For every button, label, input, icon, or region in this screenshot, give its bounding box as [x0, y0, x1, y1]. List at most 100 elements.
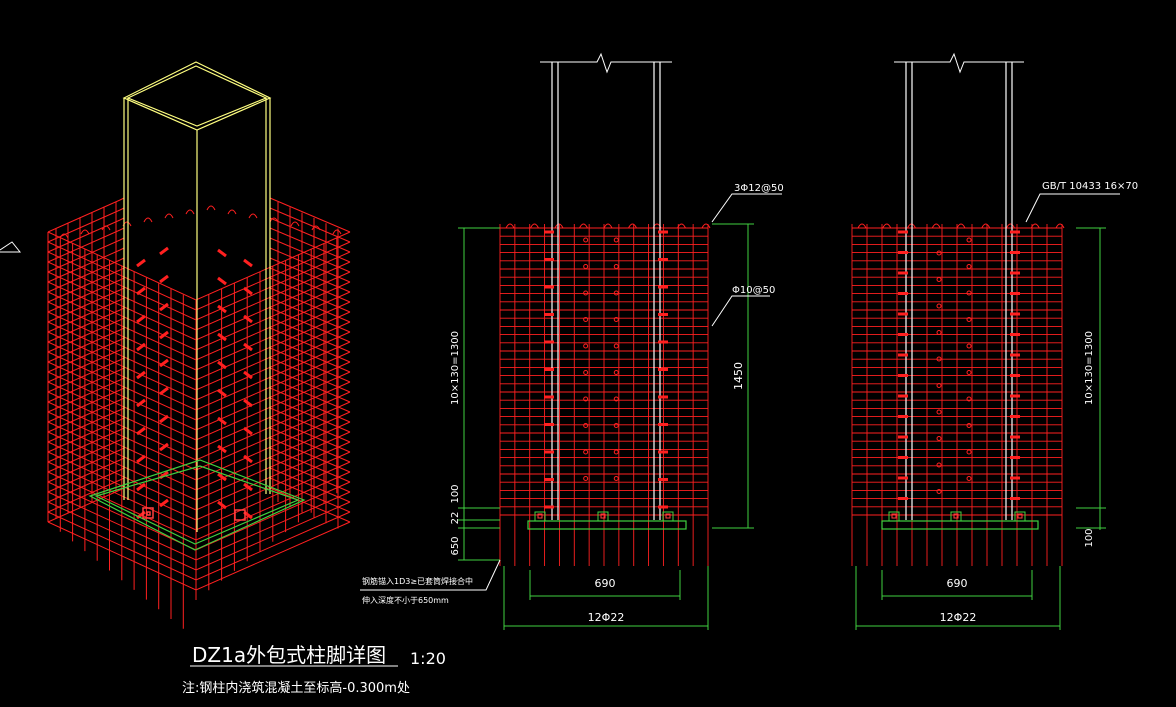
- iso-stud: [217, 500, 227, 510]
- elev-hook: [981, 223, 991, 229]
- isometric-view: [0, 61, 351, 629]
- leader-top-left-label: 3Φ12@50: [734, 183, 784, 194]
- elev-hook: [603, 223, 613, 229]
- elev-stud-head: [966, 343, 972, 349]
- iso-stud: [243, 314, 253, 324]
- iso-hook: [164, 213, 174, 219]
- iso-tie-left-back: [47, 307, 125, 343]
- dimension-lines: [458, 223, 1106, 630]
- iso-tie-left-back: [47, 377, 125, 413]
- iso-stud: [159, 246, 169, 256]
- iso-stud: [159, 274, 169, 284]
- iso-section-marker: [0, 241, 22, 253]
- iso-tie-right-back: [269, 467, 351, 503]
- elev-stud-head: [583, 290, 589, 296]
- iso-stud: [217, 304, 227, 314]
- elev-hook: [554, 223, 564, 229]
- elev-stud-head: [936, 436, 942, 441]
- elev-stud-head: [613, 237, 619, 243]
- elev-hook: [579, 223, 588, 229]
- elev-anchor-bolt: [891, 513, 897, 519]
- iso-stud: [136, 426, 146, 436]
- iso-tie-right-back: [269, 487, 351, 523]
- elev-hook: [628, 223, 637, 229]
- iso-stud: [217, 276, 227, 286]
- iso-steel-column: [122, 61, 272, 532]
- iso-stud: [217, 248, 227, 258]
- elev-anchor-nut: [888, 511, 900, 522]
- elev-stud-head: [936, 409, 942, 415]
- elev-base-plate: [527, 520, 687, 530]
- elev-anchor-nut: [1014, 511, 1026, 522]
- iso-stud: [217, 388, 227, 398]
- elev-stud-head: [613, 264, 619, 269]
- elev-stud-head: [583, 264, 589, 269]
- iso-stud: [136, 482, 146, 492]
- elev-break-line: [894, 52, 1024, 74]
- dim-width-690-right-label: 690: [947, 577, 968, 590]
- iso-stud: [217, 416, 227, 426]
- iso-stud: [159, 386, 169, 396]
- iso-hook: [248, 213, 258, 219]
- elev-stud-head: [583, 423, 589, 428]
- iso-tie-left-back: [47, 457, 125, 493]
- elev-stud-head: [613, 423, 619, 428]
- iso-stud: [217, 332, 227, 342]
- elev-hook: [857, 223, 867, 229]
- elev-anchor-nut: [662, 511, 674, 522]
- elev-hook: [956, 223, 966, 229]
- iso-stud: [217, 472, 227, 482]
- elev-anchor-bolt: [953, 513, 959, 519]
- elev-stud-head: [583, 343, 589, 349]
- elev-stud-head: [966, 423, 972, 428]
- iso-tie-left-back: [47, 317, 125, 353]
- elev-hook: [931, 223, 941, 229]
- iso-tie-left-back: [47, 357, 125, 393]
- iso-hook: [227, 209, 237, 215]
- iso-tie-left-back: [47, 197, 125, 233]
- elev-hook: [677, 223, 686, 229]
- iso-stud: [159, 358, 169, 368]
- elevation-right: [851, 52, 1065, 566]
- elev-hook: [882, 223, 892, 229]
- iso-anchor-bolts: [142, 507, 246, 521]
- iso-stud: [136, 286, 146, 296]
- elev-break-line: [540, 52, 672, 74]
- iso-hook: [59, 233, 69, 239]
- dim-left-upper-label: 10×130=1300: [450, 331, 461, 405]
- dim-right-1450-label: 1450: [732, 362, 745, 390]
- elev-stud-head: [966, 290, 972, 296]
- iso-base-plate: [88, 459, 306, 551]
- iso-hook: [269, 217, 279, 223]
- elev-stud-head: [966, 237, 972, 243]
- elev-stud-head: [936, 250, 942, 256]
- elev-stud-head: [936, 303, 942, 309]
- elev-anchor-bolt: [1017, 513, 1023, 519]
- elev-stud-head: [936, 356, 942, 362]
- elev-stud-head: [613, 290, 619, 296]
- drawing-title: DZ1a外包式柱脚详图: [192, 643, 386, 667]
- iso-tie-left-back: [47, 287, 125, 323]
- iso-stud: [243, 398, 253, 408]
- elev-stud-head: [936, 383, 942, 388]
- iso-hook: [290, 221, 300, 227]
- drawing-scale: 1:20: [410, 649, 446, 668]
- iso-stud: [243, 370, 253, 380]
- iso-hook: [311, 225, 321, 231]
- elev-stud-head: [613, 396, 619, 402]
- iso-stud: [136, 398, 146, 408]
- elev-hook: [1006, 223, 1015, 229]
- elev-stud-head: [583, 449, 589, 455]
- iso-stud: [243, 426, 253, 436]
- leader-mid-left-label: Φ10@50: [732, 285, 775, 296]
- iso-stud: [136, 370, 146, 380]
- iso-stud: [217, 360, 227, 370]
- iso-stud: [136, 258, 146, 268]
- elev-anchor-nut: [950, 511, 962, 522]
- iso-tie-left-back: [47, 277, 125, 313]
- iso-tie-left-back: [47, 237, 125, 273]
- iso-stud: [136, 454, 146, 464]
- elev-hook: [701, 223, 711, 229]
- elev-anchor-bolt: [600, 513, 606, 519]
- leader-top-right-label: GB/T 10433 16×70: [1042, 181, 1138, 192]
